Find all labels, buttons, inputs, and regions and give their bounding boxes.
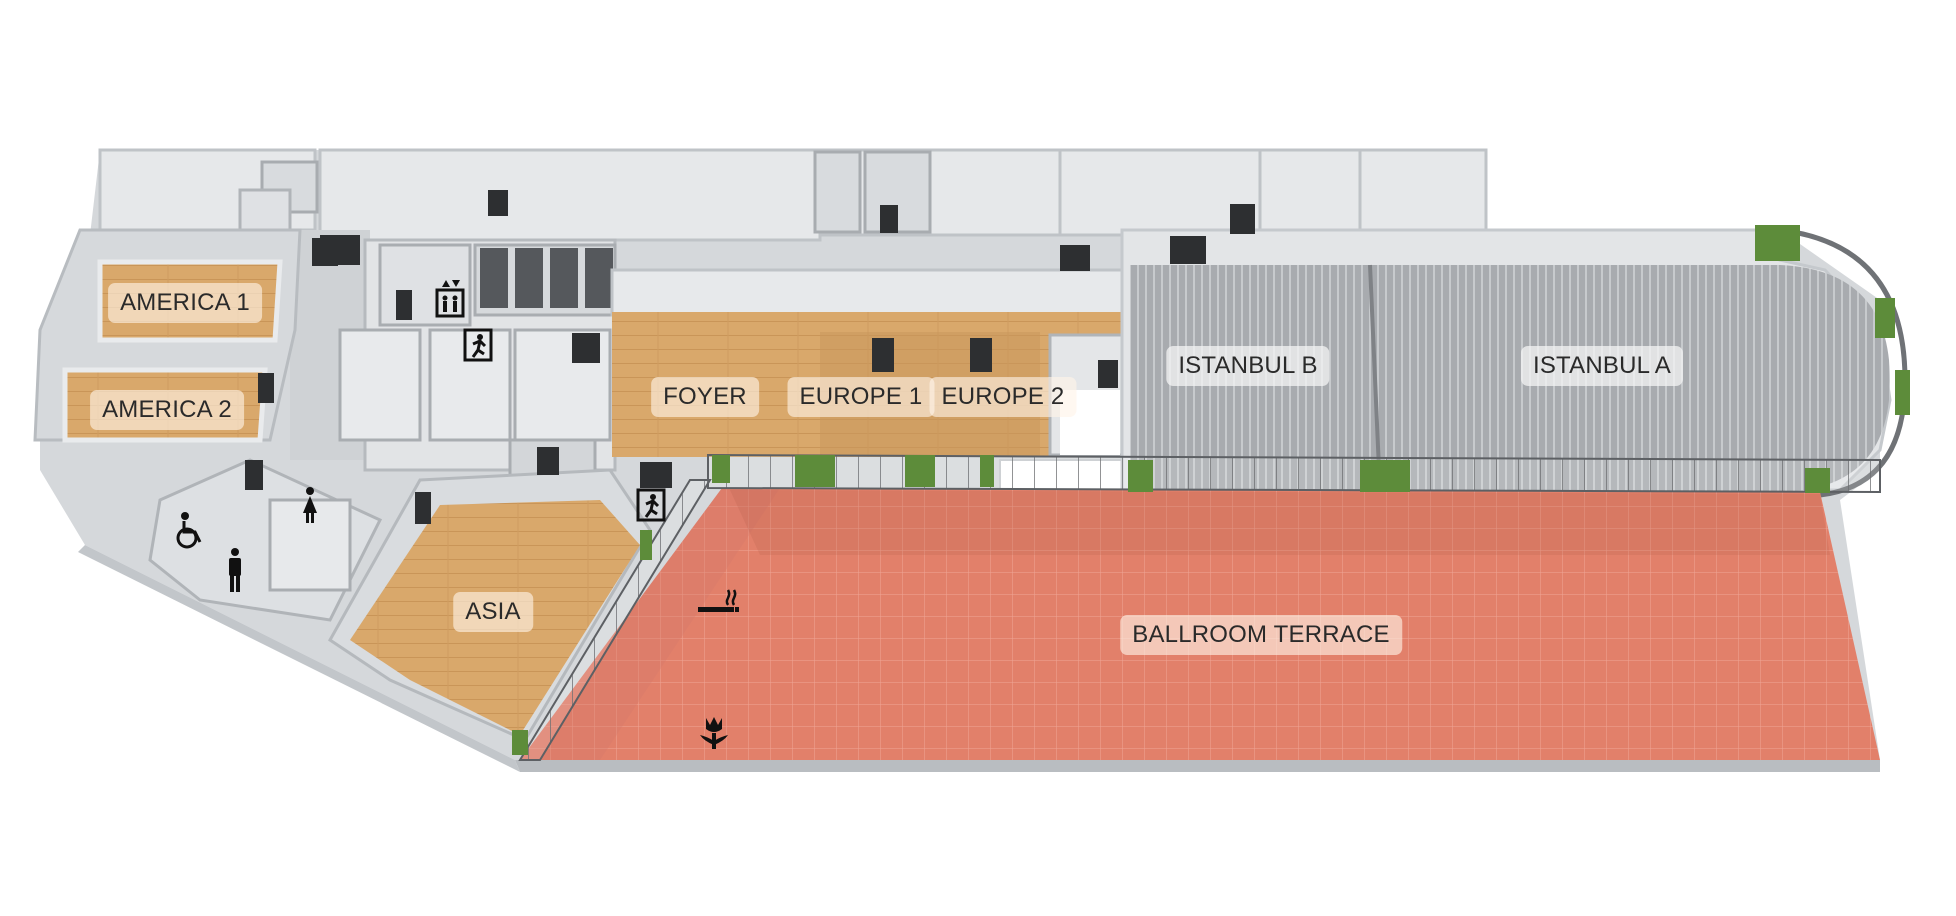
garden-flower-icon [700,717,728,749]
womens-restroom-icon [303,487,317,523]
central-core [290,230,617,482]
room-label-america-2: AMERICA 2 [90,390,244,430]
room-label-foyer: FOYER [651,377,759,417]
istanbul-ballroom [1120,204,1910,498]
room-label-europe-2: EUROPE 2 [929,377,1077,417]
room-label-europe-1: EUROPE 1 [787,377,935,417]
wheelchair-accessible-icon [176,512,202,549]
north-service-rooms [98,148,1488,242]
doors [245,190,1090,524]
room-label-ballroom-terrace: BALLROOM TERRACE [1120,615,1402,655]
glass-railings [512,453,1881,761]
room-label-america-1: AMERICA 1 [108,283,262,323]
elevator-icon [435,280,465,318]
smoking-area-icon [698,589,739,612]
emergency-exit-icon [636,488,666,522]
room-label-asia: ASIA [453,592,533,632]
emergency-exit-icon [463,328,493,362]
room-label-istanbul-b: ISTANBUL B [1166,346,1330,386]
mens-restroom-icon [229,548,241,592]
restroom-area [148,458,383,622]
room-label-istanbul-a: ISTANBUL A [1520,346,1684,386]
